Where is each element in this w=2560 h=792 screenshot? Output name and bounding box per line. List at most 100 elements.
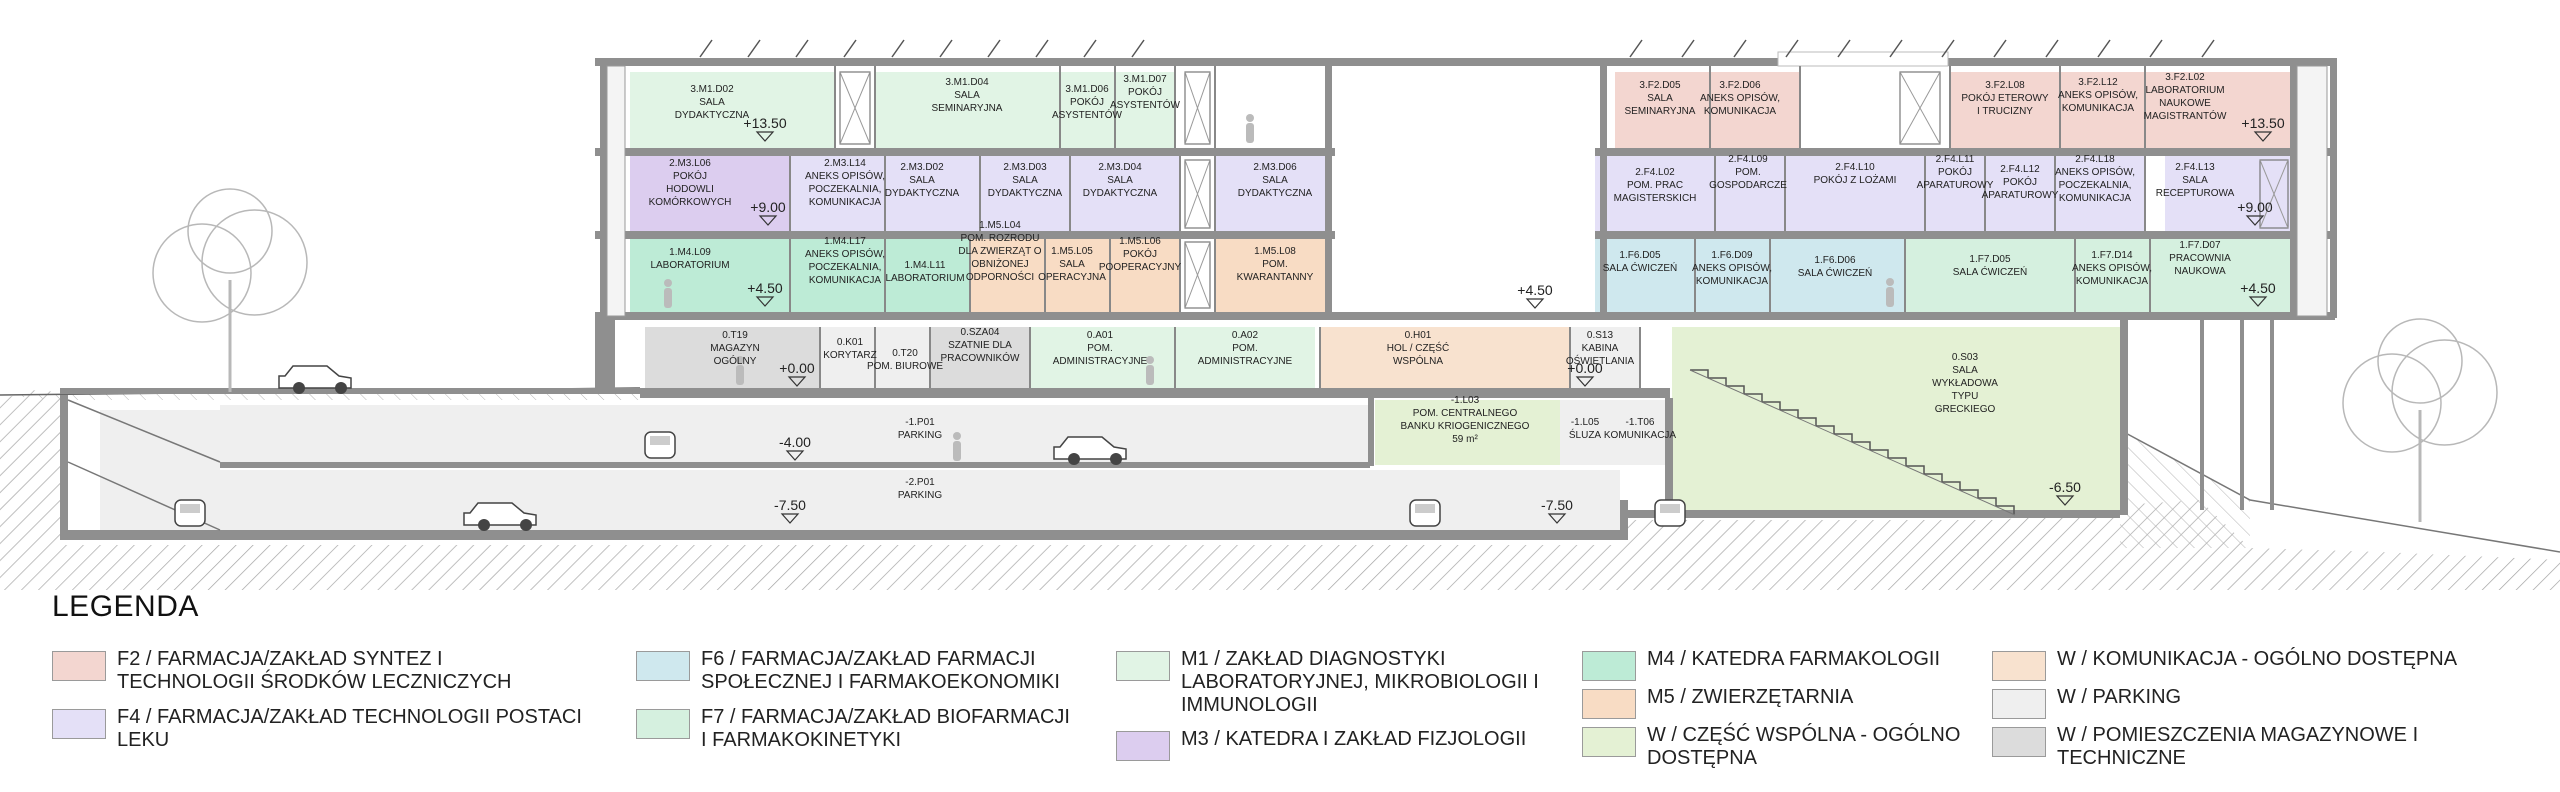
lecture-step — [1690, 369, 1709, 378]
pv-panel — [699, 39, 713, 58]
basement-floor — [60, 530, 1620, 540]
pv-panel — [1941, 39, 1955, 58]
person-4-head — [1886, 278, 1894, 286]
legend-title: LEGENDA — [52, 590, 199, 623]
room-label-line: DYDAKTYCZNA — [988, 188, 1063, 199]
room-label-line: -1.L05 — [1571, 417, 1600, 428]
car-front-2-glass — [180, 504, 200, 513]
ground-line-right — [2119, 429, 2560, 553]
level-triangle-lv-400 — [785, 450, 805, 461]
room-label-line: SALA — [1647, 93, 1673, 104]
room-label-line: PARKING — [898, 430, 942, 441]
legend-swatch — [1992, 689, 2046, 719]
level-triangle-lv-1350a — [755, 131, 775, 142]
pv-panel — [891, 39, 905, 58]
pv-panel — [939, 39, 953, 58]
level-label-lv-450c: +4.50 — [2240, 280, 2276, 296]
room-label-line: 0.S13 — [1587, 330, 1614, 341]
room-label-line: SALA ĆWICZEŃ — [1798, 266, 1872, 279]
room-fill-r-2m3l14 — [790, 155, 885, 231]
room-fills — [100, 72, 2290, 530]
room-fill-r-0sza04 — [930, 327, 1030, 388]
room-label-line: SZATNIE DLA — [948, 340, 1012, 351]
lecture-step — [1852, 441, 1871, 450]
room-label-line: 2.F4.L18 — [2075, 154, 2115, 165]
room-fill-r-3m1d07 — [1115, 72, 1175, 148]
room-label-line: -1.T06 — [1626, 417, 1655, 428]
room-label-line: 2.M3.D06 — [1253, 162, 1297, 173]
person-1-body — [1246, 123, 1254, 143]
lecture-step — [1726, 385, 1745, 394]
room-label-line: GOSPODARCZE — [1709, 180, 1787, 191]
ground-right-slope — [2120, 430, 2250, 548]
slab-ground-main — [640, 388, 1670, 398]
level-label-lv-750a: -7.50 — [774, 497, 806, 513]
legend-item: F7 / FARMACJA/ZAKŁAD BIOFARMACJI I FARMA… — [636, 706, 1076, 752]
room-fill-r-1l05 — [1560, 400, 1610, 465]
room-label-line: -1.L03 — [1451, 395, 1480, 406]
wall-bank-left — [1368, 398, 1374, 466]
room-fill-r-2m3d02 — [885, 155, 980, 231]
room-label-line: SALA — [1952, 365, 1978, 376]
legend-item: W / CZĘŚĆ WSPÓLNA - OGÓLNO DOSTĘPNA — [1582, 724, 1962, 770]
room-fill-r-3f2d05 — [1615, 72, 1710, 148]
tree-right-crown-c — [2377, 318, 2463, 404]
room-label-line: POM. — [1262, 259, 1288, 270]
room-label-line: WSPÓLNA — [1393, 354, 1443, 367]
pilotis-2 — [2270, 320, 2274, 510]
room-label-line: POM. — [1735, 167, 1761, 178]
room-fill-r-1l03 — [1375, 400, 1560, 465]
legend-label: F4 / FARMACJA/ZAKŁAD TECHNOLOGII POSTACI… — [117, 706, 582, 751]
lecture-step — [1960, 489, 1979, 498]
room-label-line: POKÓJ — [1123, 247, 1157, 260]
room-label-line: 59 m² — [1452, 434, 1478, 445]
pv-panel — [1837, 39, 1851, 58]
person-5-head — [736, 356, 744, 364]
legend-item: W / POMIESZCZENIA MAGAZYNOWE I TECHNICZN… — [1992, 724, 2462, 770]
legend-swatch — [636, 651, 690, 681]
legend-item: F2 / FARMACJA/ZAKŁAD SYNTEZ I TECHNOLOGI… — [52, 648, 582, 694]
level-label-lv-900b: +9.00 — [2237, 199, 2273, 215]
room-fill-r-1m4l17 — [790, 238, 885, 312]
pv-panel — [1785, 39, 1799, 58]
legend-swatch — [1116, 651, 1170, 681]
wall-lecture-left — [1665, 398, 1673, 513]
slab-right-1 — [1595, 231, 2335, 239]
room-fill-r-2f4l18 — [2055, 155, 2145, 231]
room-label-line: POKÓJ — [673, 169, 707, 182]
room-label-line: KOMUNIKACJA — [1704, 106, 1777, 117]
room-fill-r-3m1d06 — [1060, 72, 1115, 148]
room-label-line: 3.M1.D02 — [690, 84, 734, 95]
tree-left-crown-c — [187, 188, 273, 274]
basement-wall-step — [1620, 500, 1628, 540]
legend-swatch — [1582, 651, 1636, 681]
room-label-line: 2.F4.L11 — [1936, 154, 1975, 165]
legend-item: M3 / KATEDRA I ZAKŁAD FIZJOLOGII — [1116, 728, 1556, 761]
level-triangle-lv-1350b — [2253, 131, 2273, 142]
room-label-line: KORYTARZ — [823, 350, 877, 361]
level-markers: +13.50+13.50+9.00+9.00+4.50+4.50+4.50+0.… — [743, 115, 2285, 524]
level-triangle-lv-000b — [1575, 376, 1595, 387]
level-label-lv-400: -4.00 — [779, 434, 811, 450]
room-label-line: -2.P01 — [905, 477, 935, 488]
room-label-line: 3.M1.D07 — [1123, 74, 1167, 85]
room-label-line: KOMUNIKACJA — [2076, 276, 2149, 287]
room-label-line: RECEPTUROWA — [2156, 188, 2235, 199]
level-triangle-lv-900a — [758, 215, 778, 226]
room-label-line: 1.M4.L09 — [669, 247, 711, 258]
room-fill-r-0t19 — [645, 327, 820, 388]
room-label-line: POKÓJ — [1128, 85, 1162, 98]
room-fill-r-1f6d09 — [1695, 238, 1770, 312]
room-label-line: 2.F4.L12 — [2000, 164, 2040, 175]
room-label-line: 3.M1.D04 — [945, 77, 989, 88]
room-label-line: GRECKIEGO — [1935, 404, 1996, 415]
